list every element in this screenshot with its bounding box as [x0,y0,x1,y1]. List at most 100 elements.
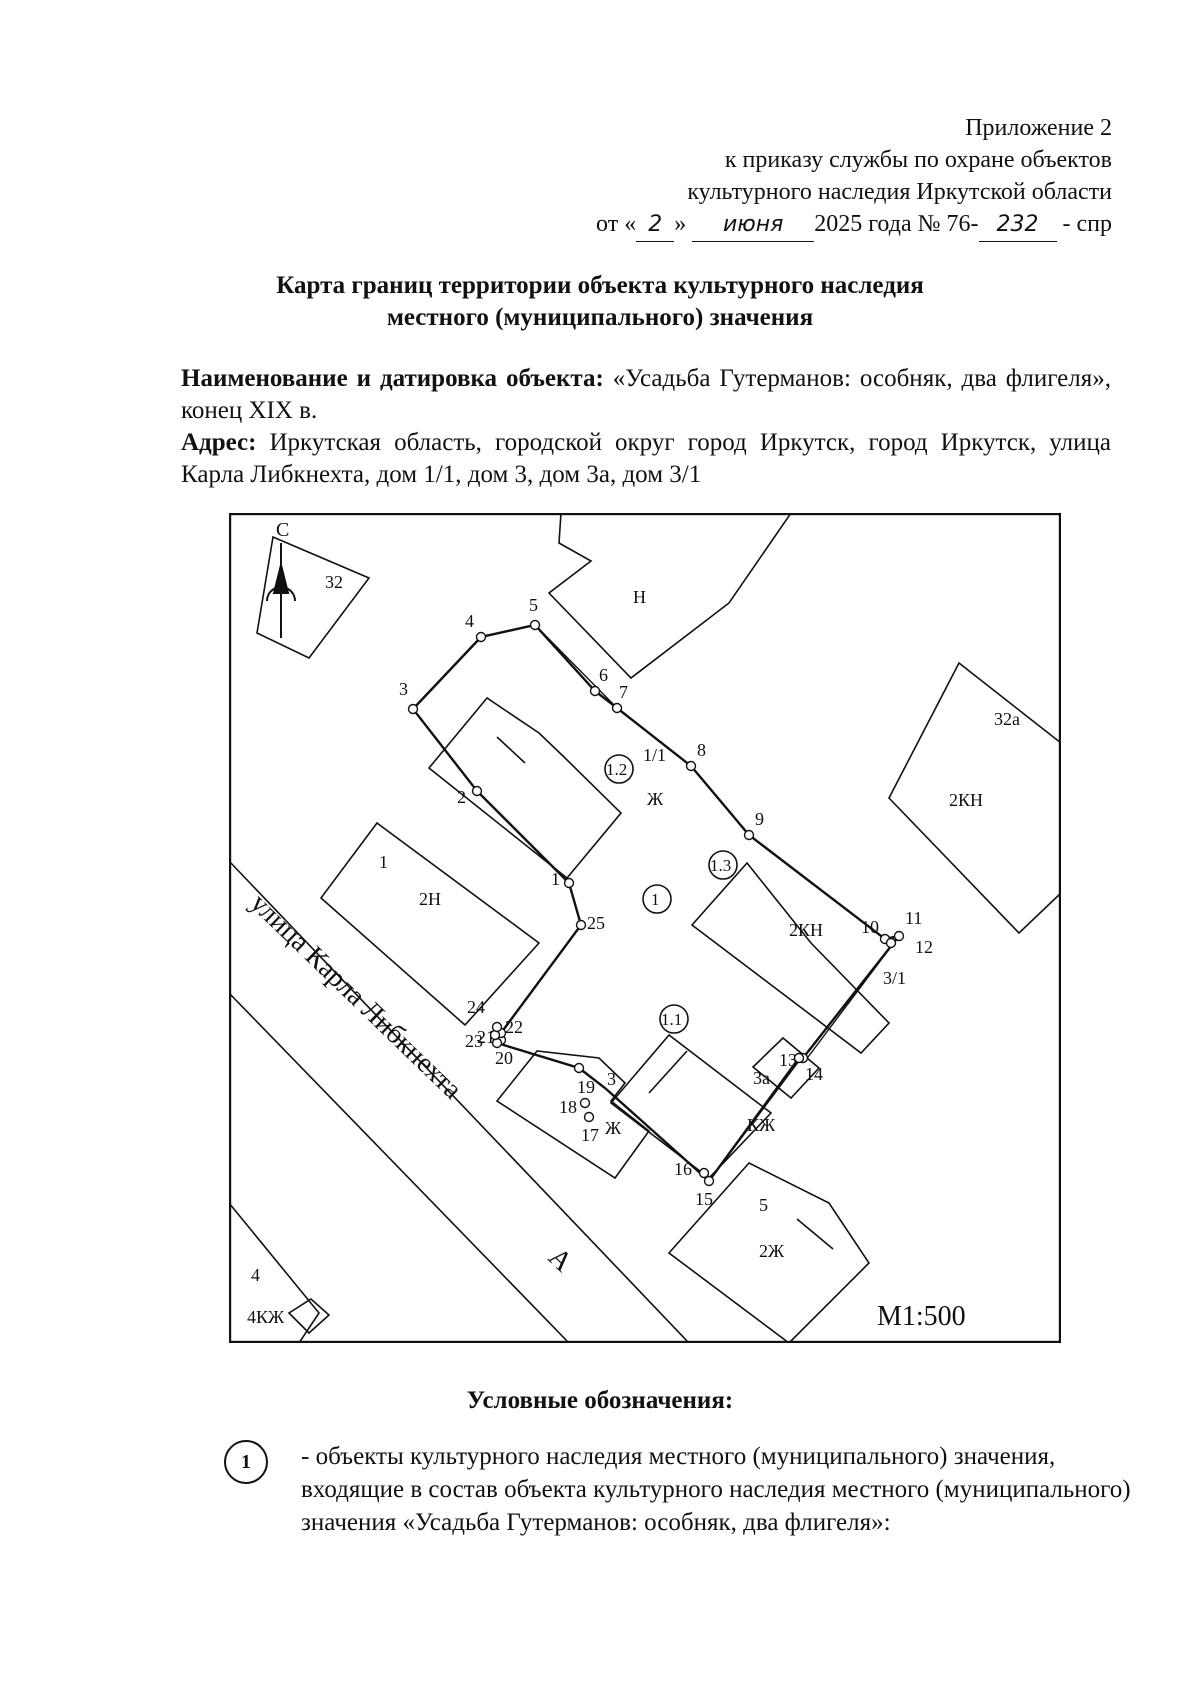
label-b11-num: 1/1 [643,745,666,765]
boundary-point-label-3: 3 [399,679,408,699]
boundary-point-label-17: 17 [581,1125,599,1145]
boundary-point-12 [885,937,897,949]
order-year: 2025 года № 76- [814,211,979,237]
boundary-point-label-16: 16 [674,1159,692,1179]
page-title: Карта границ территории объекта культурн… [276,272,924,331]
object-marker-1-1 [659,1004,689,1034]
north-label: С [276,519,289,541]
label-b3a-num: 3а [753,1068,770,1088]
boundary-point-7 [611,702,623,714]
boundary-point-25 [575,919,587,931]
handwritten-day: 2 [636,209,675,242]
building-1-1 [427,696,623,880]
object-address: Адрес: Иркутская область, городской окру… [181,429,1111,488]
boundary-point-19 [579,1097,591,1109]
boundary-point-label-20: 20 [495,1048,513,1068]
boundary-point-label-15: 15 [695,1189,713,1209]
boundary-point-label-18: 18 [559,1097,577,1117]
object-marker-1-3 [708,850,738,880]
building-3a [609,1033,773,1180]
legend-description: - объекты культурного наследия местного … [301,1443,1131,1536]
boundary-point-14 [793,1052,805,1064]
label-b2N: 2Н [419,889,441,909]
building-32 [256,535,371,660]
building-labels: 32 Н 32а 2КН 1 2Н 1/1 Ж 2КН 3/1 3 Ж 3а К… [247,572,1020,1327]
boundary-point-24 [491,1021,503,1033]
building-1 [319,821,541,1027]
label-b31-num: 3/1 [883,968,906,988]
building-n [547,513,792,680]
document-header: Приложение 2 к приказу службы по охране … [596,112,1112,242]
object-label-1: 1 [651,890,660,909]
label-b3-num: 3 [607,1069,616,1089]
boundary-point-label-9: 9 [755,809,764,829]
label-b3a-type: КЖ [747,1115,776,1135]
building-3 [495,1050,651,1180]
building-5 [667,1162,871,1343]
boundary-point-label-14: 14 [805,1064,823,1084]
building-32a [888,661,1061,935]
building-4 [229,1201,320,1343]
appendix-label: Приложение 2 [965,115,1112,141]
label-b4-num: 4 [251,1265,260,1285]
label-b2KN-right: 2КН [949,790,983,810]
order-authority: культурного наследия Иркутской области [687,179,1112,205]
label-b1: 1 [379,852,388,872]
object-marker-1 [642,884,672,914]
boundary-point-label-25: 25 [587,913,605,933]
boundary-point-17 [583,1111,595,1123]
boundary-point-16 [698,1167,710,1179]
label-b4-type: 4КЖ [247,1307,285,1327]
order-reference: к приказу службы по охране объектов [724,147,1112,173]
object-label-1-2: 1.2 [606,760,627,779]
handwritten-month: июня [692,209,815,242]
boundary-map: С 32 Н 32а 2КН 1 2Н 1/1 Ж 2КН 3/1 3 Ж 3а… [229,513,1061,1343]
handwritten-order-number: 232 [978,209,1057,242]
label-b5-type: 2Ж [759,1241,785,1261]
boundary-point-label-23: 23 [465,1031,483,1051]
legend-object-symbol: 1 [224,1440,268,1484]
boundary-point-11 [893,930,905,942]
boundary-point-label-19: 19 [577,1077,595,1097]
boundary-point-6 [589,685,601,697]
boundary-point-label-12: 12 [915,937,933,957]
boundary-point-1 [563,877,575,889]
label-b5-num: 5 [759,1195,768,1215]
boundary-point-label-24: 24 [467,997,485,1017]
boundary-point-3 [407,703,419,715]
building-3-1 [690,861,891,1055]
street-marker: А [542,1242,579,1279]
street-label: улица Карла Либкнехта [244,888,468,1106]
label-b32a: 32а [994,709,1020,729]
object-description: Наименование и датировка объекта: «Усадь… [181,363,1111,491]
building-4-annex [287,1298,331,1335]
legend-title: Условные обозначения: [466,1387,734,1414]
boundary-point-label-2: 2 [457,787,466,807]
boundary-point-label-6: 6 [599,665,608,685]
label-bN: Н [633,587,646,607]
boundary-point-label-5: 5 [529,595,538,615]
north-arrow-icon [266,543,296,638]
object-name: Наименование и датировка объекта: «Усадь… [181,365,1111,424]
boundary-point-18 [573,1062,585,1074]
boundary-point-15 [703,1175,715,1187]
boundary-point-label-1: 1 [551,869,560,889]
boundary-point-label-11: 11 [905,908,922,928]
boundary-point-9 [743,829,755,841]
label-b32: 32 [325,572,343,592]
boundary-point-label-7: 7 [619,682,628,702]
object-label-1-1: 1.1 [661,1010,682,1029]
boundary-point-4 [475,631,487,643]
boundary-point-label-8: 8 [697,740,706,760]
label-b31-type: 2КН [789,920,823,940]
object-label-1-3: 1.3 [710,856,731,875]
territory-boundary [411,623,902,1183]
boundary-point-5 [529,619,541,631]
boundary-point-label-22: 22 [505,1017,523,1037]
boundary-point-8 [685,760,697,772]
boundary-point-label-13: 13 [779,1050,797,1070]
object-marker-1-2 [604,754,634,784]
street-lines [229,860,690,1343]
